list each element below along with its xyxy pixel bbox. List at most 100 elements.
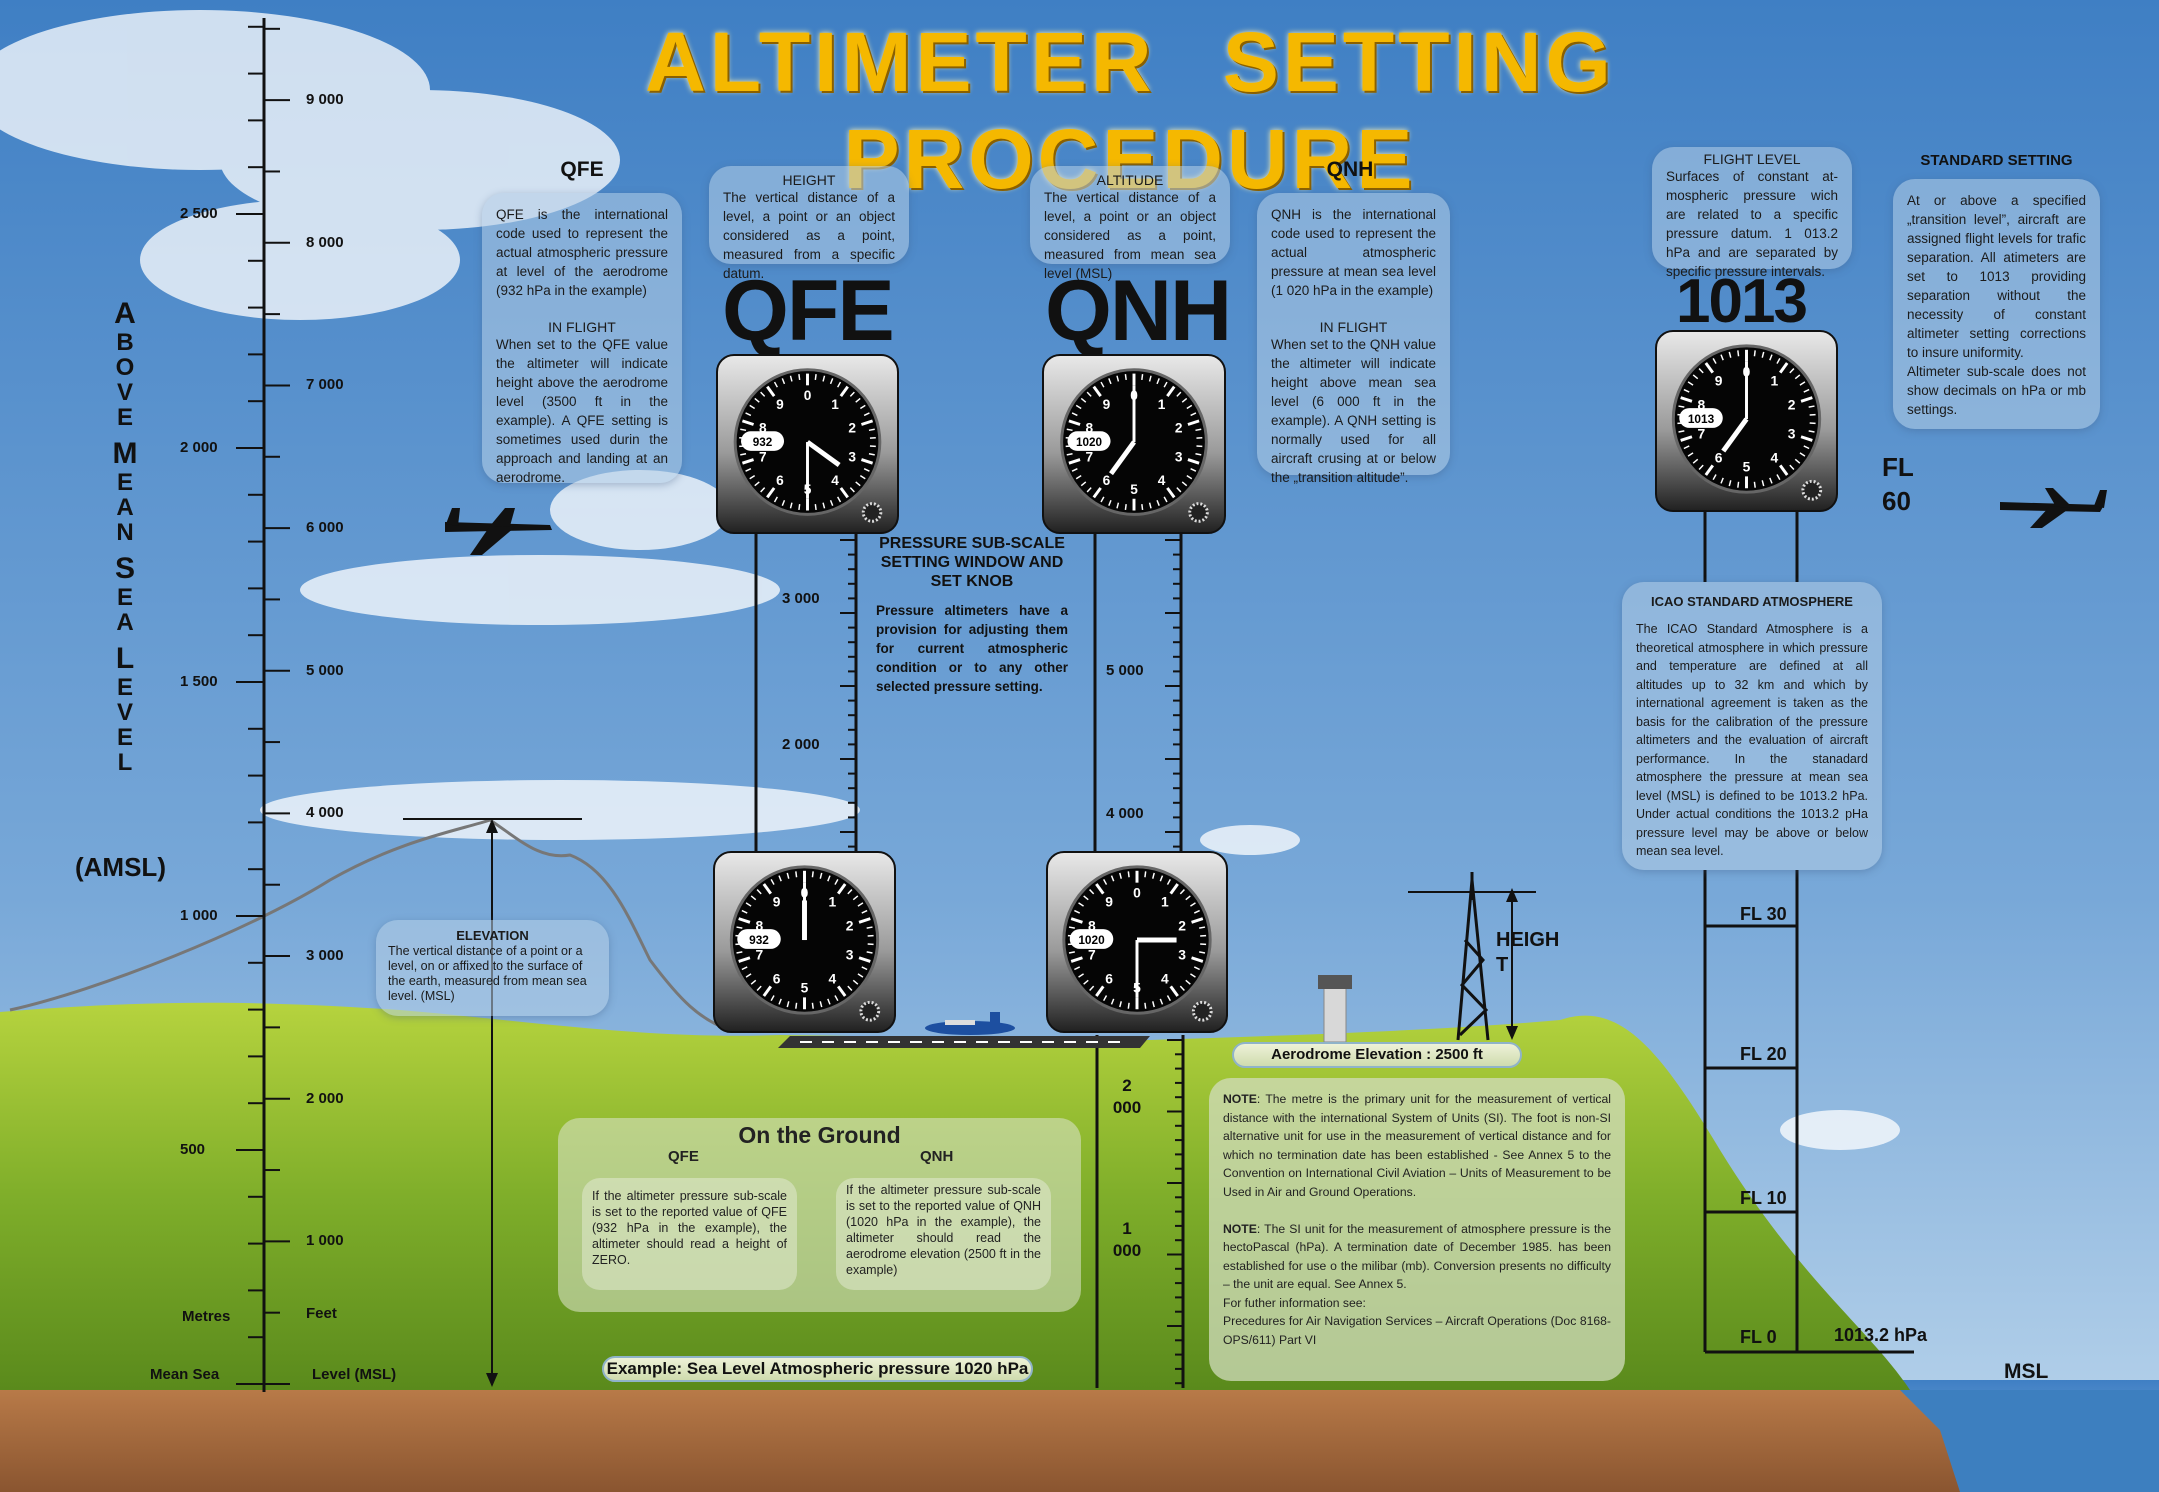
elevation-title: ELEVATION — [456, 928, 529, 943]
svg-text:9: 9 — [1715, 373, 1723, 389]
height-t-label: HEIGH T — [1496, 929, 1560, 976]
qnh-big-label: QNH — [1045, 263, 1232, 359]
metres-label-1500: 1 500 — [180, 672, 218, 690]
note-text-4: Precedures for Air Navigation Services –… — [1223, 1314, 1611, 1347]
antenna-tower-icon — [1408, 872, 1536, 1041]
svg-text:0: 0 — [1133, 885, 1141, 901]
metres-label: Metres — [182, 1308, 231, 1325]
set-knob-icon — [1191, 1000, 1213, 1022]
small-plane-icon — [925, 1012, 1015, 1035]
svg-text:8: 8 — [1698, 396, 1706, 412]
altitude-title: ALTITUDE — [1096, 172, 1164, 188]
qfe-text: QFE is the international code used to re… — [496, 207, 668, 298]
subscale-window: 932 — [749, 933, 769, 947]
svg-text:1: 1 — [829, 894, 837, 910]
svg-text:3: 3 — [846, 947, 854, 963]
feet-label-2000: 2 000 — [306, 1089, 344, 1107]
metres-label-2000: 2 000 — [180, 438, 218, 456]
altimeter-dial — [733, 368, 882, 516]
subscale-window: 1020 — [1078, 933, 1105, 947]
vertical-letter: V — [116, 379, 133, 406]
svg-text:7: 7 — [1698, 426, 1706, 442]
vertical-letter: N — [116, 519, 134, 546]
svg-text:5: 5 — [1743, 458, 1751, 474]
svg-text:7: 7 — [1088, 947, 1096, 963]
airplane-left-icon — [445, 508, 552, 555]
svg-text:8: 8 — [756, 917, 764, 933]
svg-text:2: 2 — [848, 420, 856, 435]
svg-text:3: 3 — [1178, 947, 1186, 963]
note-panel: NOTE: The metre is the primary unit for … — [1209, 1078, 1625, 1381]
metres-label-2500: 2 500 — [180, 204, 218, 222]
svg-text:6: 6 — [773, 970, 781, 986]
svg-text:6: 6 — [1103, 473, 1111, 488]
level-msl-label: Level (MSL) — [312, 1366, 397, 1383]
qnh-altimeter-inflight: 01234567891020 — [1042, 354, 1226, 534]
note-label: NOTE — [1223, 1092, 1257, 1106]
qnh-in-flight-title: IN FLIGHT — [1319, 319, 1388, 335]
vertical-letter: A — [116, 609, 134, 636]
feet-label-1000: 1 000 — [306, 1232, 344, 1250]
qnh-altimeter-ground: 01234567891020 — [1046, 851, 1228, 1033]
qnh-ruler-4000: 4 000 — [1106, 805, 1144, 822]
standard-setting-1013: 1013 — [1676, 267, 1808, 336]
standard-setting-description: At or above a specified „transition leve… — [1893, 179, 2100, 429]
qfe-description: QFE is the international code used to re… — [482, 193, 682, 485]
feet-label-6000: 6 000 — [306, 519, 344, 537]
qfe-altimeter-ground: 0123456789932 — [713, 851, 896, 1033]
icao-standard-atmosphere: ICAO STANDARD ATMOSPHERE The ICAO Standa… — [1622, 582, 1882, 870]
airplane-right-icon — [2000, 488, 2107, 528]
svg-text:8: 8 — [759, 420, 767, 435]
svg-text:0: 0 — [804, 388, 812, 403]
note-text-3: For futher information see: — [1223, 1295, 1366, 1310]
short-hand — [806, 440, 841, 468]
amsl-label: (AMSL) — [75, 852, 166, 882]
svg-text:3: 3 — [848, 449, 856, 464]
vertical-letter: M — [112, 437, 138, 470]
svg-text:9: 9 — [773, 894, 781, 910]
vertical-letter: E — [116, 404, 133, 431]
svg-text:6: 6 — [1105, 970, 1113, 986]
on-ground-title: On the Ground — [738, 1122, 901, 1148]
svg-text:2: 2 — [1175, 420, 1183, 435]
svg-text:9: 9 — [1103, 397, 1111, 412]
svg-text:2: 2 — [1178, 917, 1186, 933]
fl0-label: FL 0 — [1740, 1327, 1777, 1347]
svg-text:1: 1 — [1161, 894, 1169, 910]
aerodrome-elevation-badge: Aerodrome Elevation : 2500 ft — [1232, 1042, 1522, 1068]
msl-label: MSL — [2004, 1360, 2049, 1383]
qfe-altimeter-inflight: 0123456789932 — [716, 354, 899, 534]
feet-label-5000: 5 000 — [306, 661, 344, 679]
subscale-window: 1020 — [1076, 436, 1103, 449]
qfe-big-label: QFE — [722, 263, 895, 359]
on-ground-qnh-text: If the altimeter pressure sub-scale is s… — [836, 1178, 1051, 1290]
fl0-pressure: 1013.2 hPa — [1834, 1325, 1928, 1345]
svg-text:8: 8 — [1086, 420, 1094, 435]
svg-text:9: 9 — [1105, 894, 1113, 910]
svg-text:4: 4 — [1161, 970, 1169, 986]
qfe-in-flight-title: IN FLIGHT — [548, 319, 616, 335]
svg-text:3: 3 — [1788, 426, 1796, 442]
note-text-1: : The metre is the primary unit for the … — [1223, 1092, 1611, 1199]
svg-text:6: 6 — [776, 473, 784, 488]
qnh-description: QNH is the international code used to re… — [1257, 193, 1450, 485]
mean-sea-label: Mean Sea — [150, 1366, 220, 1383]
svg-text:7: 7 — [1086, 449, 1094, 464]
soil — [0, 1390, 1960, 1492]
short-hand — [1109, 440, 1136, 476]
qfe-ruler-3000: 3 000 — [782, 590, 820, 607]
vertical-letter: L — [117, 749, 133, 776]
control-tower-icon — [1318, 975, 1352, 1043]
mountain-outline — [9, 818, 731, 1032]
on-ground-qfe-text: If the altimeter pressure sub-scale is s… — [582, 1178, 797, 1290]
fl10-label: FL 10 — [1740, 1188, 1787, 1208]
set-knob-icon — [861, 502, 883, 523]
svg-text:5: 5 — [801, 979, 809, 995]
note-label-2: NOTE — [1223, 1221, 1257, 1236]
note-text-2: : The SI unit for the measurement of atm… — [1223, 1221, 1611, 1292]
svg-text:4: 4 — [829, 970, 837, 986]
elevation-text: The vertical distance of a point or a le… — [388, 944, 587, 1003]
subscale-text: Pressure altimeters have a provision for… — [876, 603, 1068, 694]
